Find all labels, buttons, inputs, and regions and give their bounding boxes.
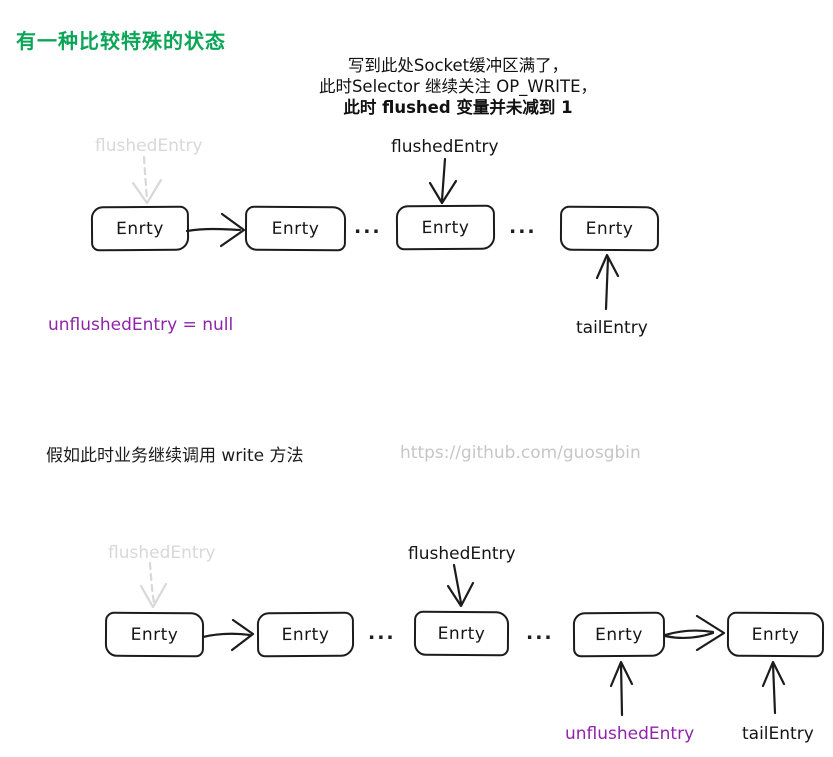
entry-box: Enrty (559, 205, 660, 252)
watermark-link: https://github.com/guosgbin (400, 443, 641, 463)
double-link-arrow (663, 614, 726, 652)
entry-box: Enrty (244, 205, 347, 252)
flushed-pointer-arrow-faded (139, 561, 168, 609)
entry-box: Enrty (104, 611, 205, 658)
flushed-pointer-arrow (446, 563, 475, 608)
flushed-entry-label-faded: flushedEntry (95, 136, 203, 156)
flushed-entry-label-faded: flushedEntry (108, 543, 216, 563)
entry-box: Enrty (726, 611, 825, 658)
entry-box: Enrty (395, 204, 496, 251)
note-line-1: 写到此处Socket缓冲区满了， (347, 56, 569, 75)
flushed-entry-label: flushedEntry (408, 544, 516, 564)
page-title: 有一种比较特殊的状态 (16, 29, 226, 53)
ellipsis: ... (526, 622, 554, 644)
unflushed-entry-label: unflushedEntry (565, 724, 695, 744)
note-line-3: 此时 flushed 变量并未减到 1 (343, 98, 573, 117)
unflushed-pointer-arrow (609, 660, 634, 717)
tail-entry-label: tailEntry (576, 318, 648, 338)
flushed-entry-label: flushedEntry (391, 137, 499, 157)
unflushed-entry-null-label: unflushedEntry = null (48, 315, 234, 335)
entry-box: Enrty (256, 611, 355, 658)
flushed-pointer-arrow (428, 157, 458, 205)
ellipsis: ... (368, 622, 396, 644)
flushed-pointer-arrow-faded (131, 155, 163, 205)
note-text: 写到此处Socket缓冲区满了， 此时Selector 继续关注 OP_WRIT… (276, 55, 640, 118)
next-arrow (185, 212, 246, 248)
tail-entry-label: tailEntry (742, 724, 814, 744)
ellipsis: ... (354, 216, 382, 238)
tail-pointer-arrow (595, 253, 620, 311)
note-line-2: 此时Selector 继续关注 OP_WRITE， (318, 77, 598, 96)
entry-box: Enrty (90, 205, 190, 252)
entry-box: Enrty (413, 610, 510, 657)
ellipsis: ... (509, 216, 537, 238)
caption-text: 假如此时业务继续调用 write 方法 (46, 446, 304, 466)
tail-pointer-arrow (761, 660, 786, 715)
entry-box: Enrty (572, 611, 666, 658)
next-arrow (201, 618, 255, 652)
